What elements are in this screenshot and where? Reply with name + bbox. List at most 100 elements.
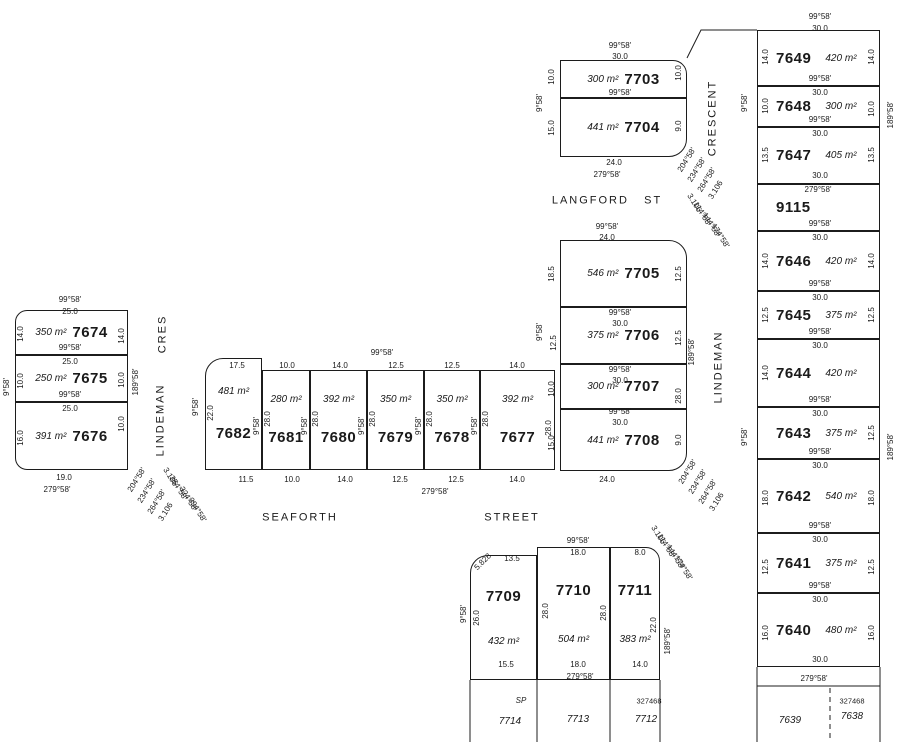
dim-label: 99°58' xyxy=(808,279,832,288)
lot-7678: 350 m² 7678 xyxy=(424,370,480,470)
dim-label: 15.5 xyxy=(498,660,514,669)
lot-area: 300 m² xyxy=(587,381,619,392)
dim-label: 18.0 xyxy=(761,490,770,506)
dim-label: 12.5 xyxy=(388,361,404,370)
lot-area: 300 m² xyxy=(825,101,857,112)
lot-number: 7708 xyxy=(624,431,660,449)
lot-area: 540 m² xyxy=(825,490,857,502)
dim-label: 9°58' xyxy=(191,397,200,417)
dim-label: 99°58' xyxy=(808,327,832,336)
dim-label: 17.5 xyxy=(229,361,245,370)
street-name: CRESCENT xyxy=(706,79,719,157)
lot-number: 7675 xyxy=(72,370,108,387)
dim-label: 99°58' xyxy=(608,365,632,374)
dim-label: 279°58' xyxy=(421,487,449,496)
dim-label: 99°58' xyxy=(808,115,832,124)
lot-number: 7642 xyxy=(776,487,812,505)
lot-area: 250 m² xyxy=(35,373,67,384)
lot-number: 7679 xyxy=(377,428,414,446)
dim-label: 30.0 xyxy=(612,319,628,328)
street-name: LINDEMAN xyxy=(712,330,725,404)
dim-label: 30.0 xyxy=(812,655,828,664)
lot-area: 391 m² xyxy=(35,430,67,442)
lot-area: 300 m² xyxy=(587,73,619,85)
dim-label: 99°58' xyxy=(808,521,832,530)
dim-label: 28.0 xyxy=(263,411,272,427)
dim-label: 12.5 xyxy=(867,307,876,323)
dim-label: 24.0 xyxy=(599,475,615,484)
dim-label: 7714 xyxy=(498,716,522,727)
dim-label: 10.0 xyxy=(284,475,300,484)
dim-label: 12.5 xyxy=(448,475,464,484)
dim-label: 189°58' xyxy=(886,433,895,461)
lot-area: 350 m² xyxy=(436,394,468,406)
dim-label: 18.0 xyxy=(867,490,876,506)
dim-label: 30.0 xyxy=(612,52,628,61)
dim-label: 99°58' xyxy=(58,295,82,304)
dim-label: 24.0 xyxy=(599,233,615,242)
dim-label: 99°58' xyxy=(608,41,632,50)
dim-label: 9°58' xyxy=(535,93,544,113)
dim-label: 189°58' xyxy=(886,101,895,129)
lot-area: 350 m² xyxy=(35,327,67,338)
dim-label: 10.0 xyxy=(279,361,295,370)
dim-label: 10.0 xyxy=(674,65,683,81)
street-name: LANGFORD ST xyxy=(551,194,663,207)
lot-number: 7703 xyxy=(624,70,660,88)
lot-number: 7681 xyxy=(268,428,304,446)
dim-label: 12.5 xyxy=(761,307,770,323)
dim-label: 189°58' xyxy=(663,627,672,655)
dim-label: 30.0 xyxy=(612,418,628,427)
dim-label: 9°58' xyxy=(470,416,479,436)
dim-label: 16.0 xyxy=(761,625,770,641)
lot-number: 7704 xyxy=(624,119,660,136)
dim-label: 12.5 xyxy=(674,266,683,282)
dim-label: 10.0 xyxy=(761,98,770,114)
dim-label: 14.0 xyxy=(761,365,770,381)
lot-area: 280 m² xyxy=(270,394,302,406)
lot-area: 480 m² xyxy=(825,624,857,636)
dim-label: 14.0 xyxy=(337,475,353,484)
dim-label: 13.5 xyxy=(761,147,770,163)
lot-number: 7705 xyxy=(624,265,660,282)
dim-label: 9°58' xyxy=(459,604,468,624)
dim-label: 28.0 xyxy=(425,411,434,427)
lot-number: 7678 xyxy=(434,428,470,446)
dim-label: 99°58' xyxy=(370,348,394,357)
dim-label: 10.0 xyxy=(867,101,876,117)
lot-area: 392 m² xyxy=(501,394,534,406)
lot-area: 383 m² xyxy=(619,633,651,645)
lot-number: 7646 xyxy=(776,252,812,270)
dim-label: 28.0 xyxy=(368,411,377,427)
dim-label: 25.0 xyxy=(62,404,78,413)
dim-label: 30.0 xyxy=(812,595,828,604)
lot-area: 420 m² xyxy=(825,255,857,267)
lot-area: 392 m² xyxy=(322,394,355,406)
dim-label: 15.0 xyxy=(547,435,556,451)
dim-label: 189°58' xyxy=(131,368,140,396)
dim-label: 18.5 xyxy=(547,266,556,282)
dim-label: 7638 xyxy=(840,711,864,722)
dim-label: 14.0 xyxy=(509,475,525,484)
dim-label: 12.5 xyxy=(549,335,558,351)
lot-number: 7649 xyxy=(776,49,812,67)
dim-label: 9.0 xyxy=(674,434,683,446)
dim-label: 22.0 xyxy=(206,405,215,421)
street-name: SEAFORTH xyxy=(262,511,338,524)
dim-label: 14.0 xyxy=(867,49,876,65)
dim-label: 14.0 xyxy=(761,49,770,65)
dim-label: 30.0 xyxy=(812,233,828,242)
